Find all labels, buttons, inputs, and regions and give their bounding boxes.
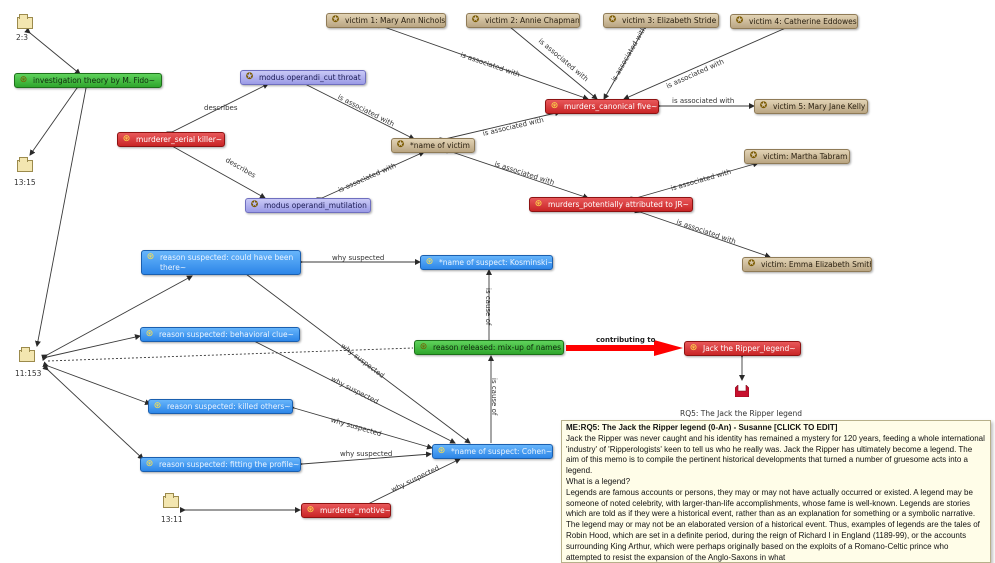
star-icon: ✪: [471, 15, 480, 25]
star-icon: ✪: [331, 15, 340, 25]
edge-namevictim-potentially: [446, 147, 589, 200]
edge-label-contributing-to: contributing to: [596, 336, 656, 344]
edge-memo3-behavioral: [41, 334, 141, 362]
code-node-potentially-attributed[interactable]: ⊛murders_potentially attributed to JR~: [529, 197, 693, 212]
edge-serial-modusMut: [166, 140, 266, 199]
code-node-modus-mutilation[interactable]: ✪modus operandi_mutilation: [245, 198, 371, 213]
contributing-to-arrow: [566, 340, 683, 356]
memo-preview-panel[interactable]: ME:RQ5: The Jack the Ripper legend (0-An…: [561, 420, 991, 563]
edge-potentially-smith: [634, 207, 771, 259]
memo-title[interactable]: ME:RQ5: The Jack the Ripper legend (0-An…: [566, 423, 838, 432]
memo-icon[interactable]: [17, 157, 33, 172]
memo-body-text: Jack the Ripper was never caught and his…: [566, 433, 985, 562]
code-node-reason-killed-others[interactable]: ⊛reason suspected: killed others~: [148, 399, 293, 414]
code-node-victim-2[interactable]: ✪victim 2: Annie Chapman: [466, 13, 580, 28]
star-icon: ✪: [250, 200, 259, 210]
edge-label-serial-modusCut: describes: [204, 104, 238, 112]
code-node-victim-smith[interactable]: ✪victim: Emma Elizabeth Smith: [742, 257, 872, 272]
edge-label-mixup-kosminski: is cause of: [484, 288, 492, 326]
edge-memo1-investigation: [24, 27, 81, 75]
memo-label: 11:153: [15, 369, 42, 378]
code-node-canonical-five[interactable]: ⊛murders_canonical five~: [545, 99, 659, 114]
code-node-modus-cut-throat[interactable]: ✪modus operandi_cut throat: [240, 70, 366, 85]
memo-icon[interactable]: [17, 14, 33, 29]
star-icon: ✪: [747, 259, 756, 269]
network-code-icon: ⊛: [534, 199, 543, 209]
network-code-icon: ⊛: [153, 401, 162, 411]
network-code-icon: ⊛: [145, 459, 154, 469]
edge-victim4-canonical: [623, 22, 794, 100]
edge-modusMut-namevictim: [316, 151, 425, 203]
network-code-icon: ⊛: [145, 329, 154, 339]
edge-namevictim-canonical: [439, 110, 561, 144]
memo-icon[interactable]: [19, 347, 35, 362]
edge-memo3-mixup: [47, 347, 414, 362]
code-node-reason-could-have-been-there[interactable]: ⊛reason suspected: could have been there…: [141, 250, 301, 275]
memo-label: 13:15: [14, 178, 36, 187]
code-node-victim-tabram[interactable]: ✪victim: Martha Tabram: [744, 149, 850, 164]
code-node-victim-4[interactable]: ✪victim 4: Catherine Eddowes: [730, 14, 858, 29]
code-node-reason-released-mixup[interactable]: ⊛reason released: mix-up of names: [414, 340, 564, 355]
network-code-icon: ⊛: [19, 75, 28, 85]
edge-investigation-memo2: [29, 82, 83, 156]
edge-memo3-killed: [42, 361, 151, 406]
edge-killed-cohen: [288, 403, 433, 450]
star-icon: ✪: [396, 140, 405, 150]
document-icon[interactable]: [735, 385, 749, 397]
edge-investigation-memo3: [34, 82, 90, 347]
network-code-icon: ⊛: [425, 257, 434, 267]
code-node-name-of-victim[interactable]: ✪*name of victim: [391, 138, 475, 153]
code-node-jack-the-ripper-legend[interactable]: ⊛Jack the Ripper_legend~: [684, 341, 801, 356]
code-node-reason-fitting-profile[interactable]: ⊛reason suspected: fitting the profile~: [140, 457, 301, 472]
rq5-document-caption: RQ5: The Jack the Ripper legend: [680, 409, 802, 418]
code-node-reason-behavioral-clue[interactable]: ⊛reason suspected: behavioral clue~: [140, 327, 300, 342]
edge-serial-modusCut: [166, 83, 269, 137]
star-icon: ✪: [735, 16, 744, 26]
edge-potentially-tabram: [630, 161, 759, 203]
star-icon: ✪: [749, 151, 758, 161]
network-code-icon: ⊛: [146, 252, 155, 262]
code-node-victim-3[interactable]: ✪victim 3: Elizabeth Stride: [603, 13, 719, 28]
code-node-name-suspect-kosminski[interactable]: ⊛*name of suspect: Kosminski~: [420, 255, 553, 270]
network-code-icon: ⊛: [437, 446, 446, 456]
code-node-victim-1[interactable]: ✪victim 1: Mary Ann Nichols: [326, 13, 446, 28]
edge-label-victim5: is associated with: [672, 97, 735, 105]
code-node-murderer-motive[interactable]: ⊛murderer_motive~: [301, 503, 391, 518]
star-icon: ✪: [608, 15, 617, 25]
edge-memo3-fitting: [42, 364, 144, 460]
star-icon: ✪: [245, 72, 254, 82]
edge-memo3-couldhave: [41, 275, 193, 361]
memo-label: 2:3: [16, 33, 29, 42]
network-code-icon: ⊛: [550, 101, 559, 111]
network-code-icon: ⊛: [306, 505, 315, 515]
memo-label: 13:11: [161, 515, 183, 524]
code-node-serial-killer[interactable]: ⊛murderer_serial killer~: [117, 132, 225, 147]
code-node-investigation-theory[interactable]: ⊛investigation theory by M. Fido~: [14, 73, 162, 88]
edge-label-cohen-mixup: is cause of: [490, 378, 498, 416]
code-node-victim-5[interactable]: ✪victim 5: Mary Jane Kelly: [754, 99, 868, 114]
edge-victim2-canonical: [504, 21, 598, 100]
star-icon: ✪: [759, 101, 768, 111]
network-code-icon: ⊛: [419, 342, 428, 352]
edge-label-fitting-cohen: why suspected: [340, 450, 393, 458]
network-code-icon: ⊛: [122, 134, 131, 144]
edge-label-couldhave-kosminski: why suspected: [332, 254, 385, 262]
edge-modusCut-namevictim: [299, 79, 415, 140]
memo-icon[interactable]: [163, 493, 179, 508]
network-code-icon: ⊛: [689, 343, 698, 353]
edge-motive-cohen: [362, 458, 461, 509]
code-node-name-suspect-cohen[interactable]: ⊛*name of suspect: Cohen~: [432, 444, 553, 459]
